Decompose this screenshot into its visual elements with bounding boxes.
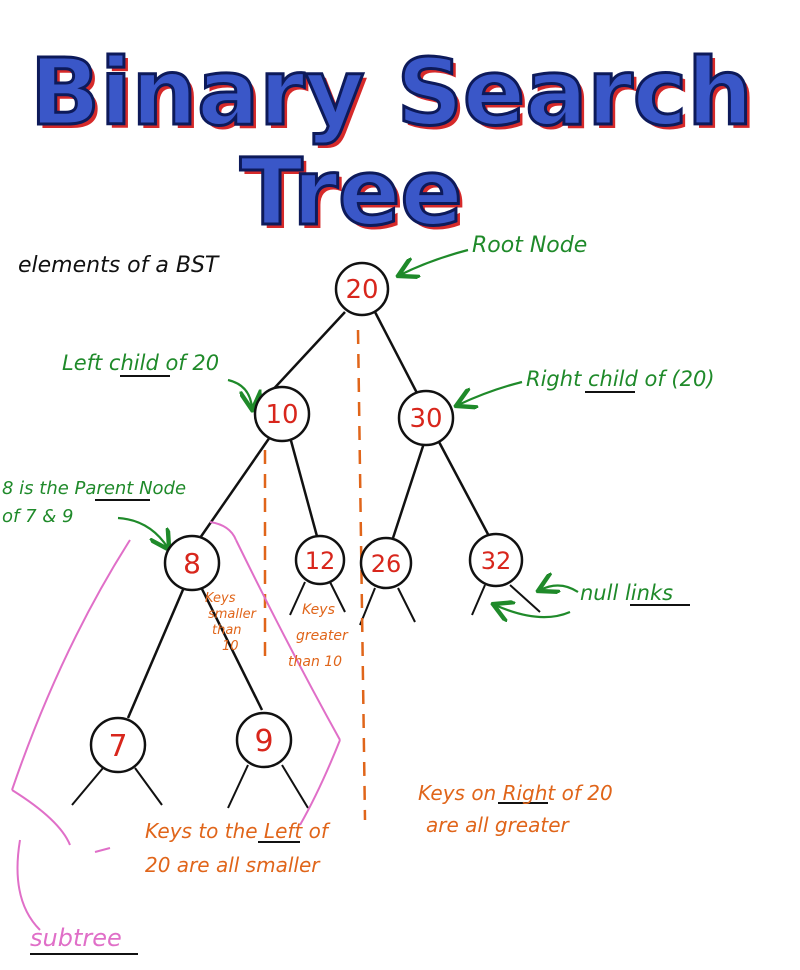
orange-annotations: Keys smaller than 10 Keys greater than 1… — [145, 591, 613, 877]
edge-8-7 — [126, 584, 187, 719]
svg-text:Keys on Right of 20: Keys on Right of 20 — [418, 781, 613, 805]
label-keys-left-of-20: Keys to the Left of 20 are all smaller — [145, 819, 331, 877]
svg-text:9: 9 — [254, 724, 273, 759]
dashed-dividers — [263, 329, 367, 821]
edge-20-10 — [267, 311, 346, 396]
node-30: 30 — [397, 389, 455, 447]
label-null-links: null links — [580, 581, 673, 605]
node-7: 7 — [89, 716, 147, 774]
edge-10-12 — [288, 436, 320, 541]
svg-text:32: 32 — [481, 547, 512, 575]
svg-text:greater: greater — [296, 628, 349, 644]
svg-text:10: 10 — [265, 400, 298, 430]
svg-text:are all greater: are all greater — [426, 813, 570, 837]
node-10: 10 — [253, 385, 311, 443]
svg-text:10: 10 — [222, 639, 239, 654]
svg-text:20 are all smaller: 20 are all smaller — [145, 853, 321, 877]
node-20: 20 — [334, 261, 390, 317]
label-keys-smaller-than-10: Keys smaller than 10 — [205, 591, 258, 654]
arrow-right-child — [458, 380, 523, 405]
svg-text:Keys to the Left of: Keys to the Left of — [145, 819, 331, 843]
edge-30-32 — [436, 439, 492, 539]
tree-nodes: 20 10 30 8 12 26 32 7 — [89, 261, 524, 774]
divider-root — [356, 329, 367, 821]
svg-text:smaller: smaller — [208, 607, 258, 622]
edge-8-9 — [198, 584, 264, 711]
svg-text:12: 12 — [305, 547, 336, 575]
annotation-arrows — [117, 248, 579, 617]
label-root-node: Root Node — [472, 233, 587, 258]
node-9: 9 — [235, 711, 293, 769]
null-links — [71, 581, 541, 809]
edge-10-8 — [198, 436, 272, 539]
label-parent-line2: of 7 & 9 — [2, 506, 73, 527]
node-26: 26 — [359, 536, 413, 590]
svg-text:8: 8 — [183, 547, 201, 580]
label-keys-greater-than-10: Keys greater than 10 — [288, 602, 349, 670]
arrow-null-2 — [495, 605, 571, 617]
label-right-child: Right child of (20) — [526, 367, 715, 391]
svg-text:20: 20 — [345, 275, 378, 305]
arrow-left-child — [227, 378, 252, 408]
svg-text:Keys: Keys — [302, 602, 335, 618]
node-12: 12 — [294, 534, 346, 586]
label-subtree: subtree — [30, 924, 122, 952]
title-line2-shadow: Tree — [244, 143, 467, 250]
arrow-parent — [117, 516, 168, 548]
edge-30-26 — [391, 439, 427, 539]
title: Binary Search Binary Search Tree Tree — [29, 38, 757, 251]
svg-text:than 10: than 10 — [288, 654, 342, 670]
svg-text:7: 7 — [108, 729, 127, 764]
label-left-child: Left child of 20 — [62, 351, 219, 375]
title-line1-shadow: Binary Search — [34, 43, 757, 150]
green-annotations: Root Node Left child of 20 Right child o… — [2, 233, 715, 605]
arrow-null-1 — [540, 585, 579, 592]
svg-text:26: 26 — [371, 550, 402, 578]
label-keys-right-of-20: Keys on Right of 20 are all greater — [418, 781, 613, 837]
subtitle: elements of a BST — [18, 253, 220, 278]
arrow-root — [400, 248, 469, 275]
svg-text:30: 30 — [409, 404, 442, 434]
node-8: 8 — [163, 534, 221, 592]
label-parent-line1: 8 is the Parent Node — [2, 478, 186, 499]
title-line1: Binary Search — [30, 39, 753, 146]
svg-text:Keys: Keys — [205, 591, 236, 606]
subtree-bracket — [11, 521, 341, 931]
title-line2: Tree — [240, 139, 463, 246]
tree-edges — [126, 311, 492, 719]
svg-text:than: than — [212, 623, 242, 638]
edge-20-30 — [373, 311, 420, 396]
node-32: 32 — [468, 532, 524, 588]
underlines — [95, 375, 690, 843]
